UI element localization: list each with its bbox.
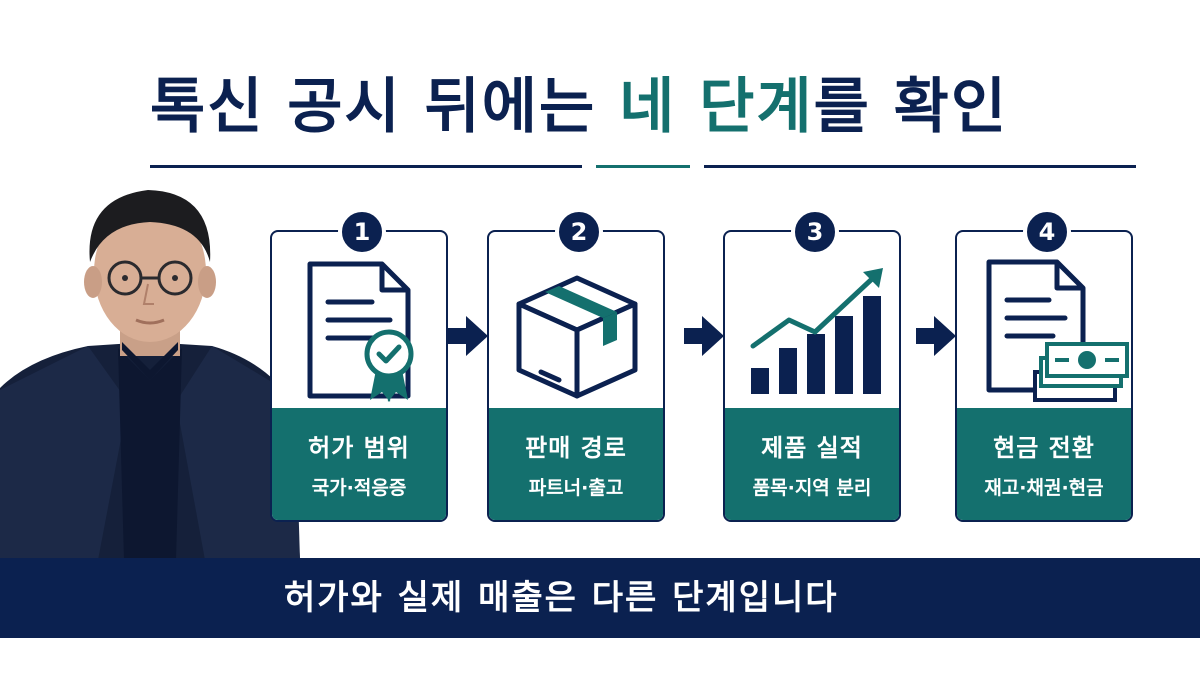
step-2-label: 판매 경로 (525, 434, 627, 462)
step-card-4: 현금 전환 재고·채권·현금 4 (955, 208, 1133, 522)
document-cash-icon (986, 259, 1129, 402)
step-card-1: 허가 범위 국가·적응증 1 (270, 208, 448, 522)
step-2-sub: 파트너·출고 (528, 477, 624, 499)
growth-chart-icon (750, 268, 883, 394)
headline-part-2: 를 확인 (813, 72, 1009, 142)
arrow-right-icon (916, 316, 956, 356)
step-card-3: 제품 실적 품목·지역 분리 3 (723, 208, 901, 522)
step-4-sub: 재고·채권·현금 (984, 477, 1104, 499)
headline-part-1: 톡신 공시 뒤에는 (150, 72, 620, 142)
step-1-number: 1 (338, 208, 386, 256)
step-3-sub: 품목·지역 분리 (752, 477, 872, 499)
step-4-number: 4 (1023, 208, 1071, 256)
step-card-2: 판매 경로 파트너·출고 2 (487, 208, 665, 522)
presenter-portrait (0, 190, 300, 560)
document-certificate-icon (307, 261, 414, 402)
step-1-label: 허가 범위 (308, 434, 410, 462)
headline-highlight: 네 단계 (619, 72, 814, 142)
bottom-banner: 허가와 실제 매출은 다른 단계입니다 (0, 558, 1200, 638)
title-underline-accent (596, 165, 690, 168)
headline: 톡신 공시 뒤에는 네 단계를 확인 (150, 58, 1130, 145)
step-3-label: 제품 실적 (761, 434, 863, 462)
step-2-number: 2 (555, 208, 603, 256)
title-underline-left (150, 165, 582, 168)
title-underline-right (704, 165, 1136, 168)
arrow-right-icon (684, 316, 724, 356)
step-1-sub: 국가·적응증 (311, 477, 407, 499)
box-icon (516, 275, 638, 399)
banner-text: 허가와 실제 매출은 다른 단계입니다 (284, 578, 839, 618)
arrow-right-icon (448, 316, 488, 356)
step-3-number: 3 (791, 208, 839, 256)
step-4-label: 현금 전환 (993, 434, 1095, 462)
